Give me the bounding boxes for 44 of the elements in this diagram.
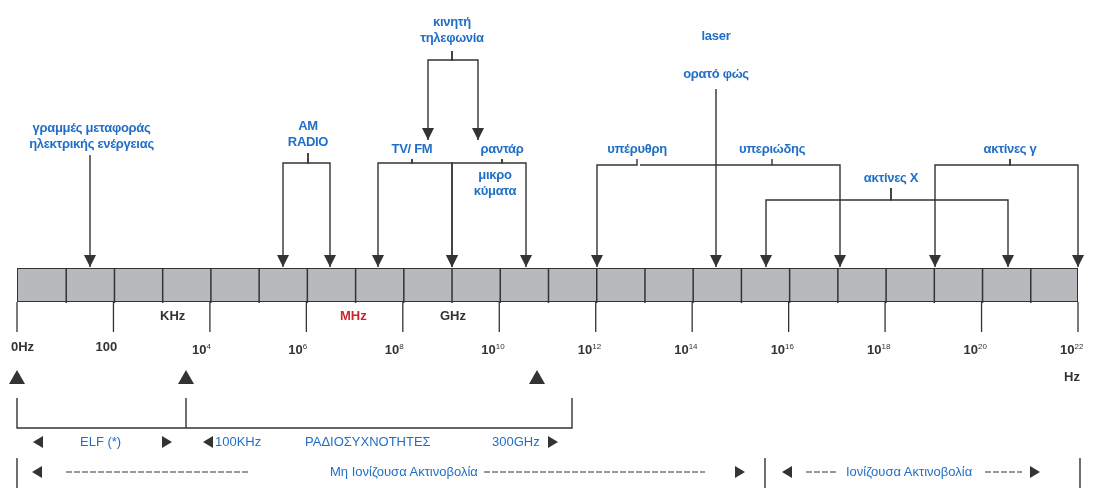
band-label: TV/ FM [390,141,434,157]
frequency-label: 10$^{10}$ [481,341,505,358]
frequency-label: 10$^{6}$ [288,341,308,358]
unit-label: Hz [1064,369,1080,385]
range-label: ΡΑΔΙΟΣΥΧΝΟΤΗΤΕΣ [305,434,431,450]
band-label: μικρο κύματα [472,167,518,199]
band-label: ακτίνες X [862,170,920,186]
arrow [710,88,722,268]
arrow [84,154,96,268]
range-label: Ιονίζουσα Ακτινοβολία [846,464,973,480]
frequency-spectrum-bar [17,268,1078,302]
range-label: ELF (*) [80,434,122,450]
arrow [451,50,484,141]
frequency-label: 10$^{12}$ [577,341,602,358]
range-label: 100KHz [215,434,262,450]
frequency-label: 10$^{16}$ [770,341,794,358]
band-label: AM RADIO [286,118,330,150]
band-label: laser [700,28,732,44]
arrow [639,158,846,268]
band-label: ακτίνες γ [982,141,1038,157]
band-label: ορατό φώς [682,66,750,82]
frequency-label: 10$^{4}$ [191,341,211,358]
arrow [501,158,532,268]
band-label: κινητή τηλεφωνία [420,14,484,46]
unit-label: MHz [340,308,367,324]
frequency-label: 10$^{18}$ [867,341,891,358]
band-label: γραμμές μεταφοράς ηλεκτρικής ενέργειας [28,120,155,152]
band-label: υπέρυθρη [606,141,668,157]
arrow [1009,158,1084,268]
arrow [591,158,638,268]
band-label: υπεριώδης [737,141,807,157]
frequency-label: 100 [95,339,118,355]
frequency-label: 10$^{20}$ [963,341,987,358]
unit-label: GHz [440,308,466,324]
arrow [890,187,1014,268]
unit-label: KHz [160,308,186,324]
frequency-label: 0Hz [11,339,35,355]
arrow [307,152,336,268]
range-label: Μη Ιονίζουσα Ακτινοβολία [330,464,478,480]
frequency-label: 10$^{22}$ [1060,341,1084,358]
range-label: 300GHz [492,434,540,450]
band-label: ραντάρ [479,141,525,157]
frequency-label: 10$^{14}$ [674,341,698,358]
frequency-label: 10$^{8}$ [384,341,404,358]
